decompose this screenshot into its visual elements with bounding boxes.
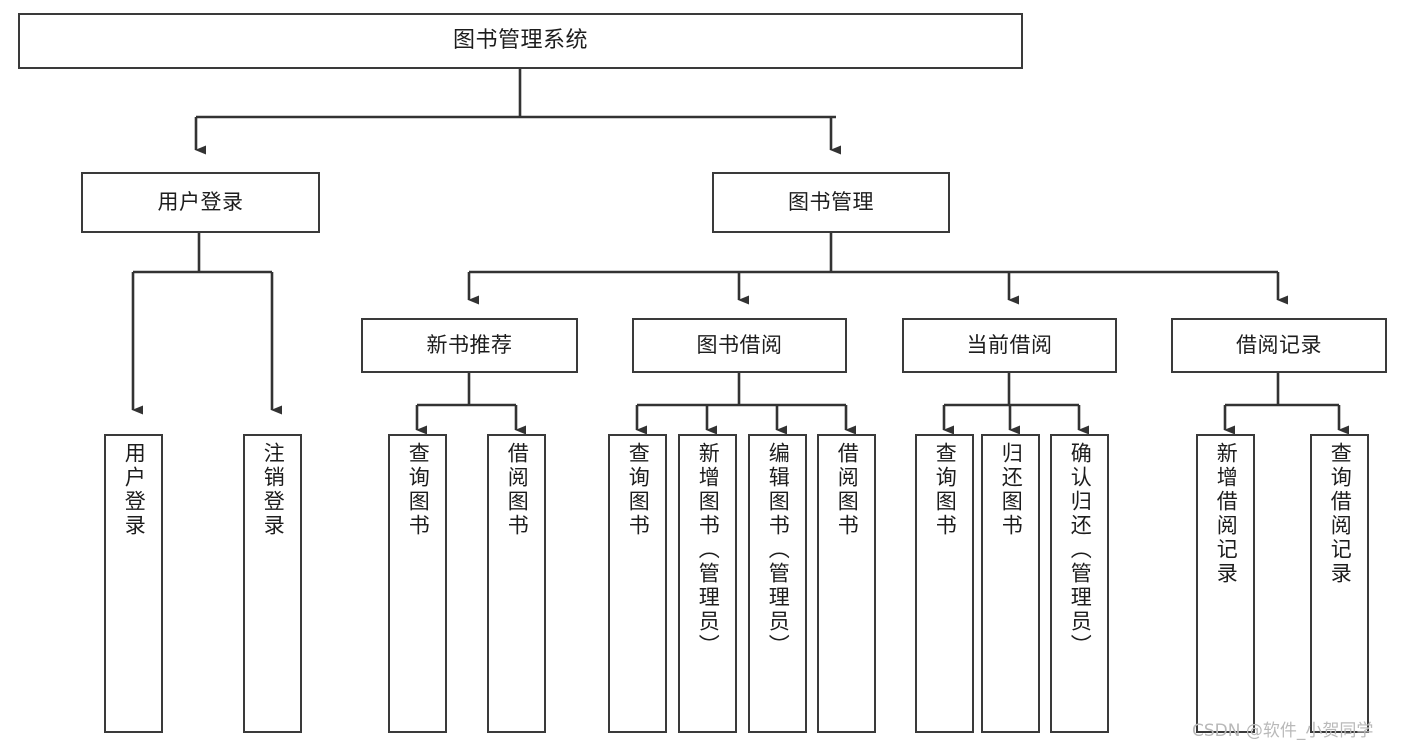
node-root-book-management-system[interactable]: 图书管理系统	[18, 13, 1023, 69]
node-new-book-recommendation[interactable]: 新书推荐	[361, 318, 578, 373]
leaf-confirm-return-admin-label: 确认归还（管理员）	[1068, 442, 1093, 658]
leaf-query-book-3[interactable]: 查询图书	[915, 434, 974, 733]
leaf-query-borrow-record[interactable]: 查询借阅记录	[1310, 434, 1369, 733]
leaf-add-borrow-record[interactable]: 新增借阅记录	[1196, 434, 1255, 733]
leaf-add-borrow-record-label: 新增借阅记录	[1214, 442, 1239, 586]
leaf-borrow-book-1-label: 借阅图书	[505, 442, 530, 538]
leaf-borrow-book-2[interactable]: 借阅图书	[817, 434, 876, 733]
node-user-login-label: 用户登录	[157, 189, 244, 214]
leaf-query-book-3-label: 查询图书	[933, 442, 958, 538]
node-current-borrowing-label: 当前借阅	[966, 332, 1053, 357]
leaf-logout[interactable]: 注销登录	[243, 434, 302, 733]
node-borrowing-records[interactable]: 借阅记录	[1171, 318, 1387, 373]
node-current-borrowing[interactable]: 当前借阅	[902, 318, 1117, 373]
leaf-query-book-1-label: 查询图书	[406, 442, 431, 538]
node-book-borrowing-label: 图书借阅	[696, 332, 783, 357]
leaf-query-borrow-record-label: 查询借阅记录	[1328, 442, 1353, 586]
leaf-query-book-2-label: 查询图书	[626, 442, 651, 538]
leaf-user-login[interactable]: 用户登录	[104, 434, 163, 733]
leaf-return-book-label: 归还图书	[999, 442, 1024, 538]
leaf-query-book-2[interactable]: 查询图书	[608, 434, 667, 733]
leaf-logout-label: 注销登录	[261, 442, 286, 538]
node-user-login[interactable]: 用户登录	[81, 172, 320, 233]
node-book-management-label: 图书管理	[788, 189, 874, 214]
leaf-confirm-return-admin[interactable]: 确认归还（管理员）	[1050, 434, 1109, 733]
node-book-management[interactable]: 图书管理	[712, 172, 950, 233]
node-borrowing-records-label: 借阅记录	[1236, 332, 1322, 357]
leaf-edit-book-admin-label: 编辑图书（管理员）	[766, 442, 791, 658]
node-new-book-recommendation-label: 新书推荐	[426, 332, 513, 357]
node-book-borrowing[interactable]: 图书借阅	[632, 318, 847, 373]
leaf-add-book-admin[interactable]: 新增图书（管理员）	[678, 434, 737, 733]
leaf-user-login-label: 用户登录	[122, 442, 147, 538]
leaf-edit-book-admin[interactable]: 编辑图书（管理员）	[748, 434, 807, 733]
csdn-watermark: CSDN @软件_小贺同学	[1192, 721, 1374, 741]
node-root-label: 图书管理系统	[452, 28, 588, 54]
leaf-return-book[interactable]: 归还图书	[981, 434, 1040, 733]
leaf-add-book-admin-label: 新增图书（管理员）	[696, 442, 721, 658]
leaf-query-book-1[interactable]: 查询图书	[388, 434, 447, 733]
leaf-borrow-book-2-label: 借阅图书	[835, 442, 860, 538]
leaf-borrow-book-1[interactable]: 借阅图书	[487, 434, 546, 733]
